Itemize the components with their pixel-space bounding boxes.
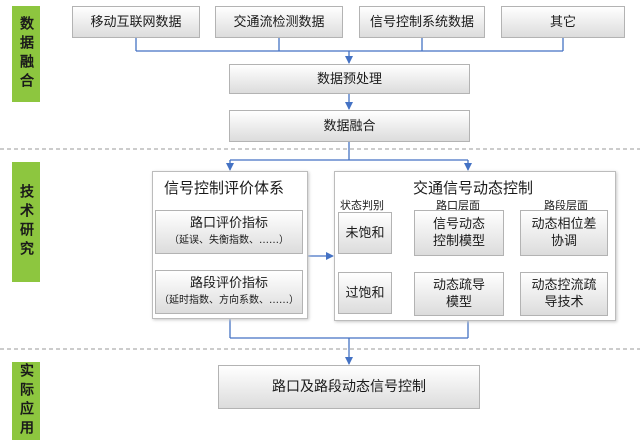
signal-model-line-2: 控制模型	[432, 234, 485, 249]
oversaturated-box: 过饱和	[338, 272, 392, 314]
phase-fusion-label: 数据融合	[12, 6, 40, 102]
intersection-metrics-name: 路口评价指标	[189, 216, 268, 231]
unsaturated-box: 未饱和	[338, 212, 392, 254]
flow-control-line-2: 导技术	[544, 295, 584, 310]
source-mobile-internet-box: 移动互联网数据	[72, 6, 200, 38]
phase-research-label: 技术研究	[12, 162, 40, 282]
flow-control-box: 动态控流疏 导技术	[520, 272, 608, 316]
evaluation-title: 信号控制评价体系	[164, 179, 285, 197]
phase-diff-box: 动态相位差 协调	[520, 210, 608, 256]
signal-model-line-1: 信号动态	[432, 217, 485, 232]
intersection-metrics-box: 路口评价指标 （延误、失衡指数、……）	[155, 210, 303, 254]
dispersion-model-line-1: 动态疏导	[432, 278, 485, 293]
preprocess-box: 数据预处理	[229, 64, 470, 94]
phase-application-label: 实际应用	[12, 362, 40, 440]
signal-dynamic-model-box: 信号动态 控制模型	[414, 210, 504, 256]
dispersion-model-line-2: 模型	[445, 295, 472, 310]
dynamic-control-title: 交通信号动态控制	[413, 179, 534, 197]
segment-metrics-name: 路段评价指标	[189, 276, 268, 291]
phase-diff-line-2: 协调	[550, 234, 577, 249]
fusion-box: 数据融合	[229, 110, 470, 142]
state-judgment-label: 状态判别	[340, 199, 384, 212]
application-box: 路口及路段动态信号控制	[218, 365, 480, 409]
flow-control-line-1: 动态控流疏	[531, 278, 597, 293]
segment-metrics-box: 路段评价指标 （延时指数、方向系数、……）	[155, 270, 303, 314]
segment-metrics-detail: （延时指数、方向系数、……）	[159, 295, 299, 306]
phase-diff-line-1: 动态相位差	[531, 217, 597, 232]
intersection-metrics-detail: （延误、失衡指数、……）	[169, 235, 289, 246]
intersection-level-label: 路口层面	[436, 199, 480, 212]
source-traffic-detection-box: 交通流检测数据	[215, 6, 343, 38]
segment-level-label: 路段层面	[544, 199, 588, 212]
source-signal-system-box: 信号控制系统数据	[359, 6, 485, 38]
source-other-box: 其它	[501, 6, 625, 38]
dispersion-model-box: 动态疏导 模型	[414, 272, 504, 316]
